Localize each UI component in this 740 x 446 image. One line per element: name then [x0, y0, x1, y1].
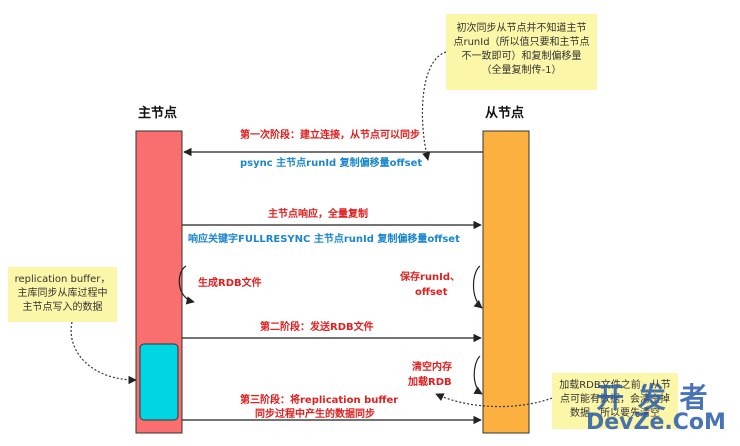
note-left: replication buffer，主库同步从库过程中主节点写入的数据: [8, 267, 117, 322]
clear-memory-loop: [473, 355, 483, 395]
note-bottom-right: 加载RDB文件之前，从节点可能有数据，会清空掉数据，所以要先清空: [552, 373, 678, 429]
save-runid-label-2: offset: [415, 287, 448, 298]
phase3-label-1: 第三阶段：将replication buffer: [240, 395, 399, 406]
watermark-line2: DevZe.CoM: [586, 410, 726, 435]
note-connector-top: [421, 51, 447, 161]
clear-memory-label-1: 清空内存: [412, 362, 452, 373]
note-connector-bottom: [435, 393, 553, 408]
phase1-label: 第一次阶段：建立连接，从节点可以同步: [240, 130, 420, 141]
slave-node-title: 从节点: [485, 106, 525, 121]
gen-rdb-label: 生成RDB文件: [198, 278, 262, 289]
gen-rdb-loop: [178, 265, 195, 305]
psync-label: psync 主节点runId 复制偏移量offset: [240, 158, 423, 169]
note-top-right: 初次同步从节点并不知道主节点runId（所以值只要和主节点不一致即可）和复制偏移…: [446, 14, 597, 90]
replication-buffer-box: [139, 343, 179, 421]
clear-memory-label-2: 加载RDB: [408, 377, 452, 388]
slave-lifeline-bar: [482, 130, 530, 434]
watermark-line1: 开 发 者: [596, 381, 710, 414]
save-runid-loop: [472, 265, 483, 309]
master-node-title: 主节点: [138, 106, 178, 121]
phase3-label-2: 同步过程中产生的数据同步: [255, 409, 375, 420]
master-reply-label: 主节点响应，全量复制: [268, 209, 368, 220]
note-connector-left: [70, 321, 137, 385]
phase2-label: 第二阶段：发送RDB文件: [260, 322, 374, 333]
fullresync-label: 响应关键字FULLRESYNC 主节点runId 复制偏移量offset: [188, 234, 460, 245]
save-runid-label-1: 保存runId、: [400, 272, 461, 283]
